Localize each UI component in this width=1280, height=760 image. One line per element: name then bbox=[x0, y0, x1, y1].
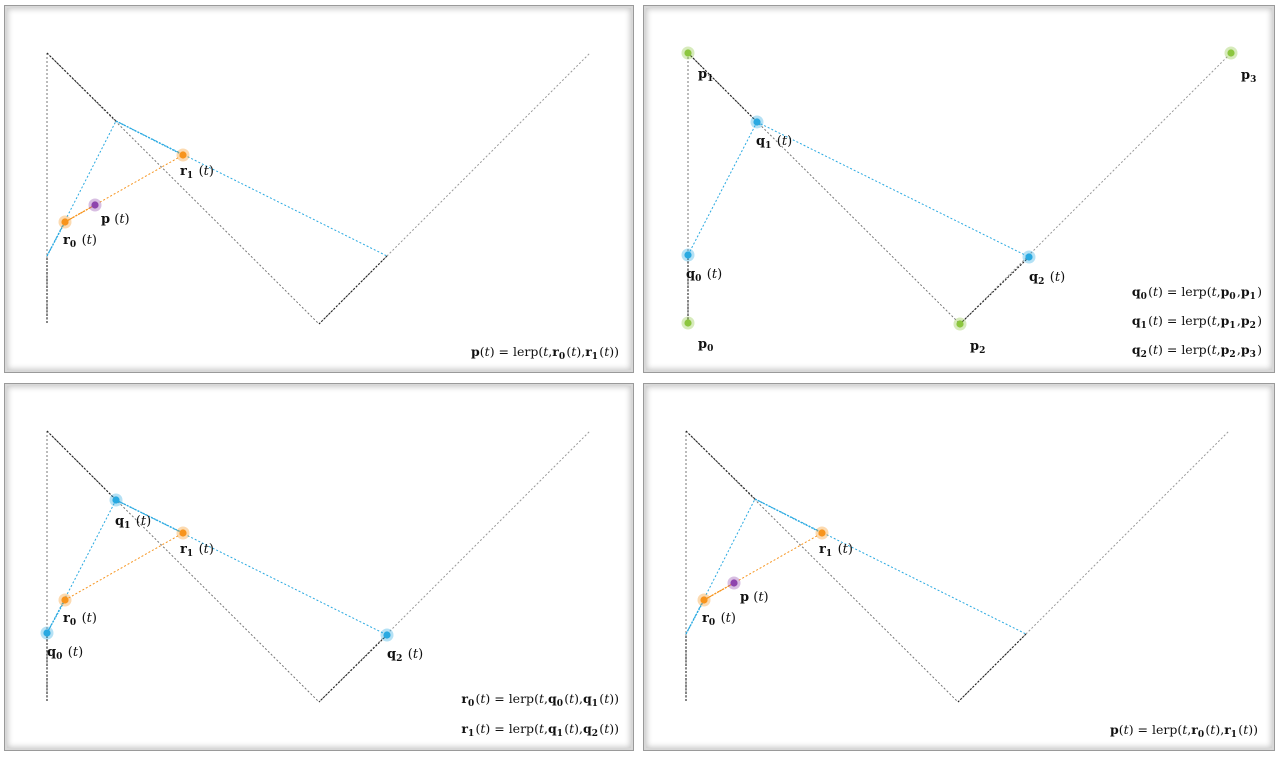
point-p0 bbox=[681, 316, 695, 330]
point-r0 bbox=[697, 593, 711, 607]
label-r0: r0 (t) bbox=[63, 233, 97, 250]
point-q1 bbox=[109, 493, 123, 507]
diagram-canvas: r0 (t) r1 (t) p (t) p(t) = lerp(t,r0 (t),r1… bbox=[46, 52, 619, 362]
r-segment bbox=[703, 532, 823, 601]
hull-traversed bbox=[46, 52, 117, 122]
point-p bbox=[88, 198, 102, 212]
label-r0: r0 (t) bbox=[702, 611, 736, 628]
label-p: p (t) bbox=[740, 590, 769, 605]
hull-traversed bbox=[685, 430, 756, 500]
label-p2: p2 bbox=[970, 339, 987, 356]
r-traversed bbox=[64, 204, 96, 223]
label-r1: r1 (t) bbox=[180, 164, 214, 181]
diagram-canvas: q0 (t) q1 (t) q2 (t) r0 (t) r1 (t) r0 (t) = l… bbox=[40, 430, 619, 739]
q-traversed bbox=[46, 599, 66, 634]
equation-r0: r0 (t) = lerp(t,q0 (t),q1 (t)) bbox=[461, 691, 619, 709]
point-q2 bbox=[1022, 250, 1036, 264]
equation-q2: q2 (t) = lerp(t,p2 ,p3 ) bbox=[1132, 342, 1262, 360]
label-p0: p0 bbox=[698, 337, 715, 354]
hull-traversed bbox=[318, 634, 388, 703]
label-q0: q0 (t) bbox=[47, 645, 83, 662]
point-p2 bbox=[953, 317, 967, 331]
label-q2: q2 (t) bbox=[387, 647, 423, 664]
hull-traversed bbox=[46, 430, 117, 501]
panel-level-q: p0 p1 p2 p3 q0 (t) q1 (t) q2 (t) q0 (t) = l… bbox=[643, 5, 1275, 373]
label-q0: q0 (t) bbox=[686, 267, 722, 284]
r-segment bbox=[64, 532, 184, 601]
q-traversed bbox=[115, 120, 184, 156]
point-p bbox=[727, 576, 741, 590]
diagram-canvas: p0 p1 p2 p3 q0 (t) q1 (t) q2 (t) q0 (t) = l… bbox=[681, 46, 1262, 360]
point-r1 bbox=[815, 526, 829, 540]
hull-traversed bbox=[687, 52, 758, 123]
label-r1: r1 (t) bbox=[180, 542, 214, 559]
q-segment bbox=[756, 121, 1030, 258]
q-traversed bbox=[685, 599, 705, 635]
equation-q0: q0 (t) = lerp(t,p0 ,p1 ) bbox=[1132, 284, 1262, 302]
point-r1 bbox=[176, 148, 190, 162]
q-segment bbox=[754, 498, 1027, 635]
panel-level-r: q0 (t) q1 (t) q2 (t) r0 (t) r1 (t) r0 (t) = l… bbox=[4, 383, 634, 751]
hull-traversed bbox=[959, 256, 1030, 325]
q-segment bbox=[115, 499, 388, 636]
label-q1: q1 (t) bbox=[115, 514, 151, 531]
label-p: p (t) bbox=[101, 212, 130, 227]
point-r0 bbox=[58, 593, 72, 607]
equation-p: p(t) = lerp(t,r0 (t),r1 (t)) bbox=[471, 344, 619, 362]
equation-r1: r1 (t) = lerp(t,q1 (t),q2 (t)) bbox=[461, 721, 619, 739]
point-q1 bbox=[750, 115, 764, 129]
panel-final-bottom-right: r0 (t) r1 (t) p (t) p(t) = lerp(t,r0 (t),r1… bbox=[643, 383, 1275, 751]
diagram-canvas: r0 (t) r1 (t) p (t) p(t) = lerp(t,r0 (t),r1… bbox=[685, 430, 1258, 740]
point-r1 bbox=[176, 526, 190, 540]
point-q0 bbox=[40, 626, 54, 640]
label-r1: r1 (t) bbox=[819, 542, 853, 559]
q-segment bbox=[115, 120, 388, 257]
r-segment bbox=[64, 154, 184, 223]
point-p3 bbox=[1224, 46, 1238, 60]
point-q0 bbox=[681, 248, 695, 262]
q-traversed bbox=[115, 499, 184, 534]
label-p3: p3 bbox=[1241, 68, 1258, 85]
point-p1 bbox=[681, 46, 695, 60]
r-traversed bbox=[703, 582, 735, 601]
point-q2 bbox=[380, 628, 394, 642]
equation-p: p(t) = lerp(t,r0 (t),r1 (t)) bbox=[1110, 722, 1258, 740]
point-r0 bbox=[58, 215, 72, 229]
q-traversed bbox=[46, 221, 66, 257]
label-p1: p1 bbox=[698, 67, 715, 84]
q-traversed bbox=[754, 498, 823, 534]
hull-segment bbox=[318, 430, 591, 703]
label-q2: q2 (t) bbox=[1029, 270, 1065, 287]
label-r0: r0 (t) bbox=[63, 611, 97, 628]
equation-q1: q1 (t) = lerp(t,p1 ,p2 ) bbox=[1132, 313, 1262, 331]
panel-final-top-left: r0 (t) r1 (t) p (t) p(t) = lerp(t,r0 (t),r1… bbox=[4, 5, 634, 373]
q-segment bbox=[687, 121, 758, 256]
label-q1: q1 (t) bbox=[756, 134, 792, 151]
